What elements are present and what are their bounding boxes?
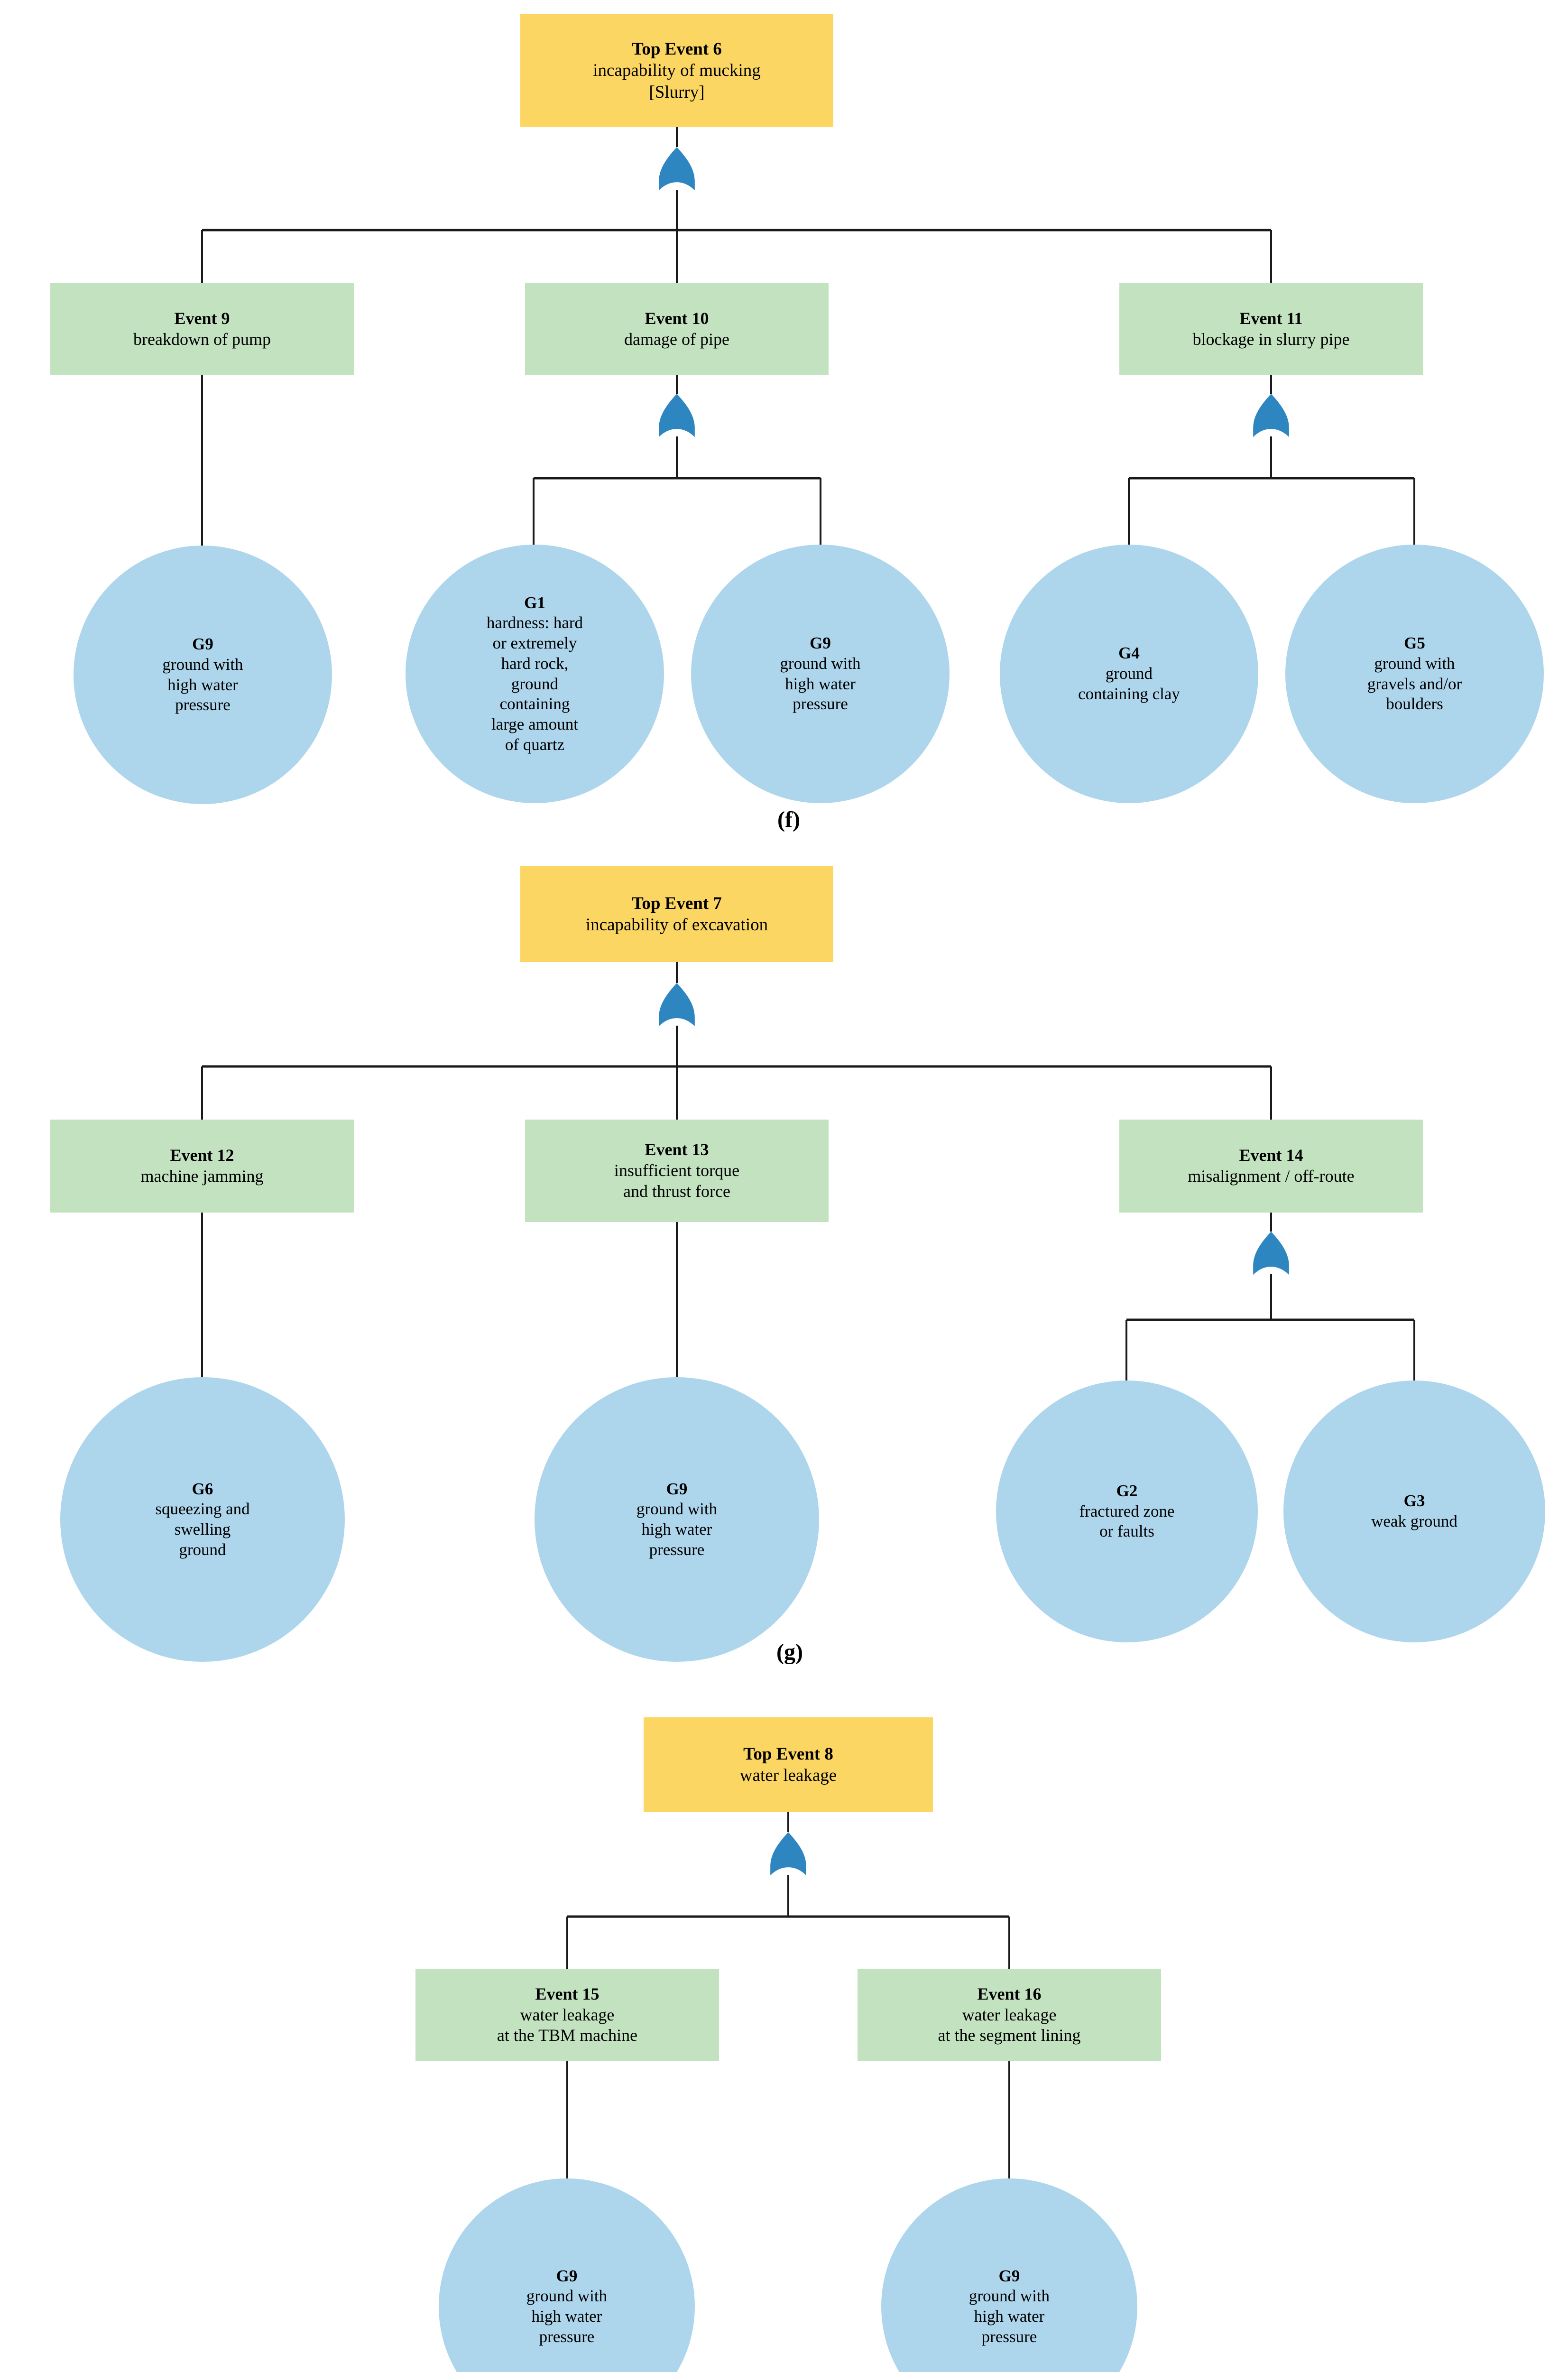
event-12-description: machine jamming xyxy=(140,1167,264,1186)
event-10-box[interactable]: Event 10 damage of pipe xyxy=(525,283,829,375)
or-gate-top-event-7 xyxy=(659,983,695,1027)
event-9-title: Event 9 xyxy=(174,308,230,328)
event-14-title: Event 14 xyxy=(1239,1146,1303,1165)
event-13-title: Event 13 xyxy=(645,1140,709,1159)
basic-event-title: G6 xyxy=(192,1479,213,1498)
event-12-title: Event 12 xyxy=(170,1146,234,1165)
event-16-title: Event 16 xyxy=(977,1984,1042,2003)
basic-event-title: G3 xyxy=(1403,1492,1425,1510)
event-10-title: Event 10 xyxy=(645,308,709,328)
or-gate-top-event-8 xyxy=(770,1832,806,1876)
or-gate-event-14 xyxy=(1253,1232,1289,1275)
top-event-7-title: Top Event 7 xyxy=(632,893,722,913)
basic-event-title: G9 xyxy=(998,2266,1020,2285)
top-event-8-title: Top Event 8 xyxy=(743,1744,833,1764)
top-event-8-description: water leakage xyxy=(739,1766,837,1785)
or-gate-event-10 xyxy=(659,394,695,437)
top-event-6-description: incapability of mucking[Slurry] xyxy=(593,61,761,102)
top-event-6-title: Top Event 6 xyxy=(632,39,722,59)
or-gate-top-event-6 xyxy=(659,147,695,191)
or-gate-event-11 xyxy=(1253,394,1289,437)
basic-event-g3[interactable]: G3 weak ground xyxy=(1283,1381,1545,1642)
top-event-7-description: incapability of excavation xyxy=(585,915,768,935)
event-14-description: misalignment / off-route xyxy=(1188,1167,1355,1186)
basic-event-title: G9 xyxy=(810,634,831,653)
top-event-8-box[interactable]: Top Event 8 water leakage xyxy=(644,1717,933,1812)
basic-event-title: G9 xyxy=(666,1479,688,1498)
basic-event-title: G9 xyxy=(192,635,213,654)
event-9-description: breakdown of pump xyxy=(133,329,271,349)
event-11-title: Event 11 xyxy=(1239,308,1303,328)
top-event-7-box[interactable]: Top Event 7 incapability of excavation xyxy=(520,866,833,962)
top-event-6-box[interactable]: Top Event 6 incapability of mucking[Slur… xyxy=(520,14,833,127)
basic-event-title: G4 xyxy=(1118,644,1140,663)
basic-event-title: G9 xyxy=(556,2266,578,2285)
basic-event-description: weak ground xyxy=(1371,1512,1457,1530)
event-14-box[interactable]: Event 14 misalignment / off-route xyxy=(1119,1120,1423,1213)
basic-event-title: G2 xyxy=(1116,1481,1138,1500)
basic-event-title: G1 xyxy=(524,593,545,612)
event-12-box[interactable]: Event 12 machine jamming xyxy=(50,1120,354,1213)
event-10-description: damage of pipe xyxy=(624,329,729,349)
basic-event-title: G5 xyxy=(1404,634,1425,653)
event-15-title: Event 15 xyxy=(535,1984,600,2003)
event-9-box[interactable]: Event 9 breakdown of pump xyxy=(50,283,354,375)
event-11-description: blockage in slurry pipe xyxy=(1192,329,1350,349)
subfigure-caption-g: (g) xyxy=(776,1640,803,1665)
event-11-box[interactable]: Event 11 blockage in slurry pipe xyxy=(1119,283,1423,375)
subfigure-caption-f: (f) xyxy=(777,807,800,832)
